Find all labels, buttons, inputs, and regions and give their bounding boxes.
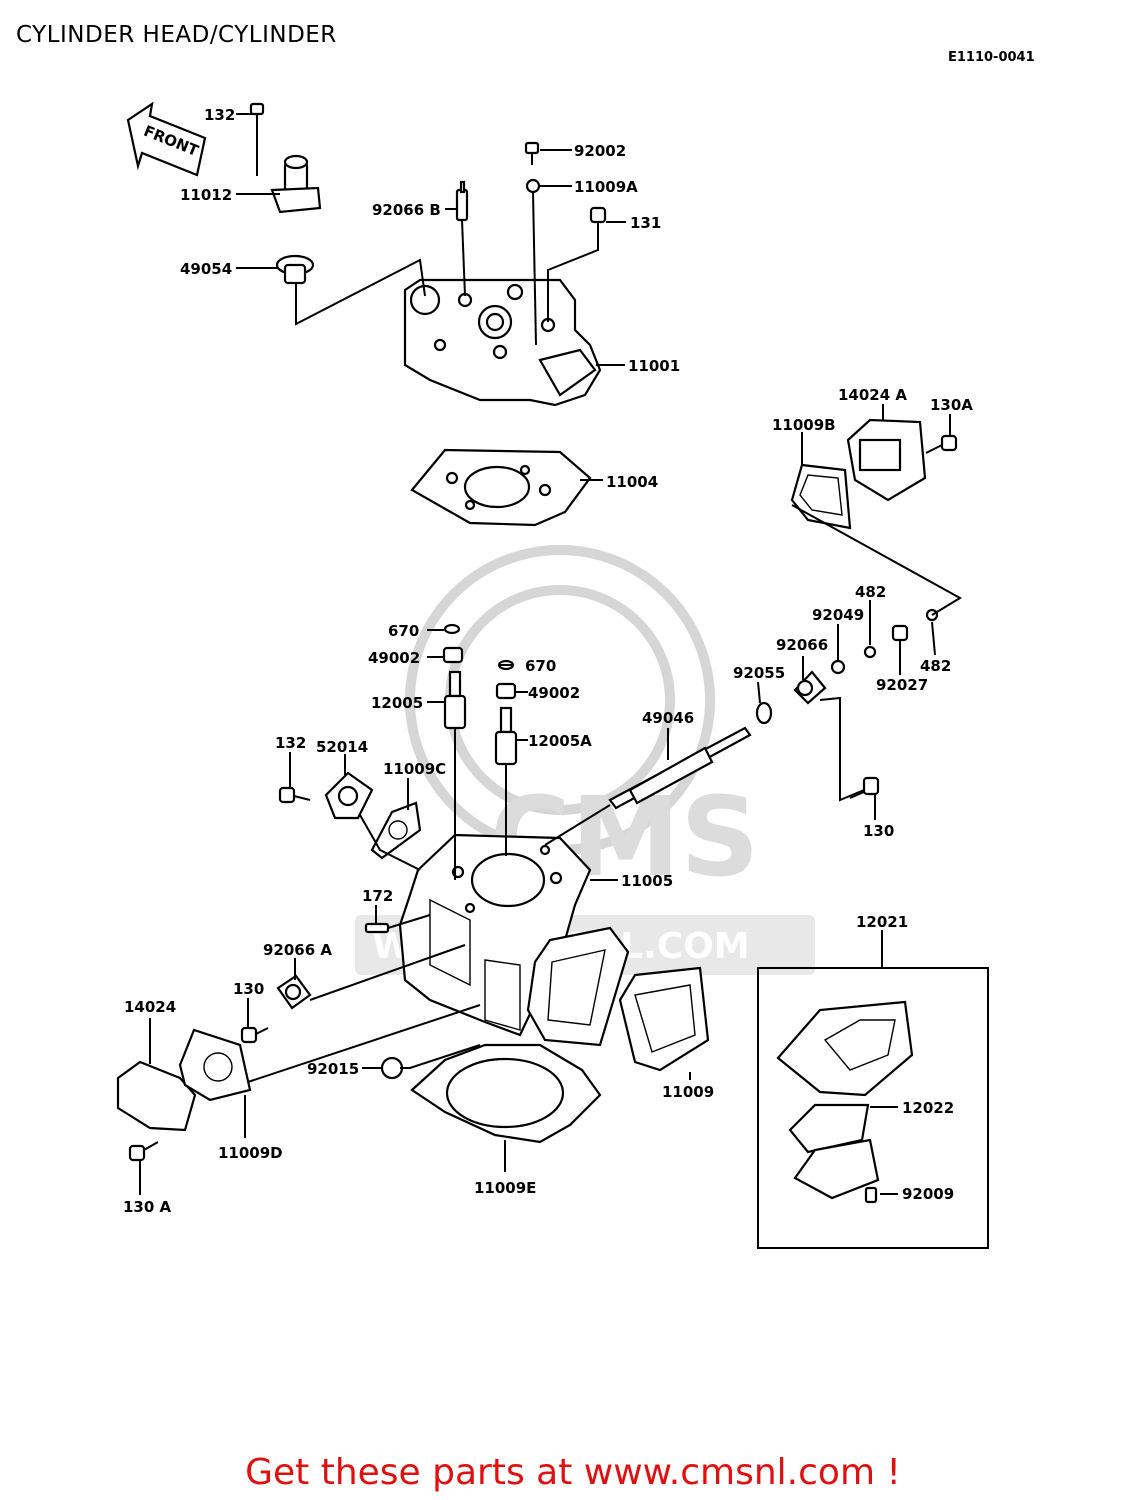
cap-49002-b: [495, 682, 517, 700]
gasket-11009D: [178, 1028, 252, 1102]
label-11009C: 11009C: [383, 760, 446, 778]
cover-14024A: [846, 418, 927, 502]
front-arrow: FRONT: [126, 101, 207, 177]
label-49002-a: 49002: [368, 649, 420, 667]
leader-lines: [139, 113, 962, 1195]
label-11009E: 11009E: [474, 1179, 536, 1197]
label-92049: 92049: [812, 606, 864, 624]
label-52014: 52014: [316, 738, 368, 756]
bolt-92002: [524, 141, 540, 165]
label-482-right: 482: [920, 657, 951, 675]
page-title: CYLINDER HEAD/CYLINDER: [16, 22, 337, 48]
label-130-left: 130: [233, 980, 264, 998]
cylinder-head-11001: [403, 278, 602, 407]
label-12022: 12022: [902, 1099, 954, 1117]
head-gasket-11004: [410, 448, 592, 527]
label-49046: 49046: [642, 709, 694, 727]
bolt-131: [589, 206, 607, 238]
label-131: 131: [630, 214, 661, 232]
part-labels: 132 11012 49054 92002 11009A 92066 B 131…: [123, 106, 973, 1216]
footer-cta[interactable]: Get these parts at www.cmsnl.com !: [245, 1452, 901, 1493]
label-12005A: 12005A: [528, 732, 592, 750]
thermostat-49054: [275, 254, 315, 285]
thermostat-cover-11012: [270, 154, 322, 214]
bolt-130A-bottom: [128, 1141, 159, 1162]
label-92066B: 92066 B: [372, 201, 441, 219]
gasket-11009C: [370, 801, 422, 860]
label-172: 172: [362, 887, 393, 905]
bolt-130A-top: [925, 434, 958, 454]
reed-gasket-11009: [526, 926, 710, 1072]
plug-92066B: [455, 180, 469, 222]
label-92027: 92027: [876, 676, 928, 694]
label-11009D: 11009D: [218, 1144, 283, 1162]
label-11001: 11001: [628, 357, 680, 375]
label-92066: 92066: [776, 636, 828, 654]
bolt-132-mid: [278, 786, 311, 804]
label-11009B: 11009B: [772, 416, 836, 434]
bolt-130-left: [240, 1026, 269, 1044]
label-482-top: 482: [855, 583, 886, 601]
label-14024A: 14024 A: [838, 386, 907, 404]
base-gasket-11009E: [410, 1043, 602, 1144]
label-11005: 11005: [621, 872, 673, 890]
nut-92015: [380, 1056, 404, 1080]
label-132-mid: 132: [275, 734, 306, 752]
pin-482-top: [863, 645, 877, 659]
label-670-b: 670: [525, 657, 556, 675]
valve-92066: [793, 670, 827, 705]
oring-670-a: [443, 623, 461, 635]
label-130A-top: 130A: [930, 396, 973, 414]
label-92055: 92055: [733, 664, 785, 682]
label-11004: 11004: [606, 473, 658, 491]
stud-172: [364, 922, 390, 934]
label-130A-bottom: 130 A: [123, 1198, 172, 1216]
reed-valve-box-12021: [757, 967, 989, 1249]
cover-14024: [116, 1060, 197, 1132]
label-11009: 11009: [662, 1083, 714, 1101]
valve-92066A: [276, 974, 312, 1010]
label-49054: 49054: [180, 260, 232, 278]
label-12021: 12021: [856, 913, 908, 931]
label-92002: 92002: [574, 142, 626, 160]
label-670-a: 670: [388, 622, 419, 640]
bolt-132-top: [249, 102, 265, 128]
clip-92027: [891, 624, 909, 642]
label-92015: 92015: [307, 1060, 359, 1078]
label-92066A: 92066 A: [263, 941, 332, 959]
cover-52014: [324, 771, 374, 820]
rod-49046: [608, 726, 752, 810]
nut-92049: [830, 659, 846, 675]
label-12005: 12005: [371, 694, 423, 712]
cap-49002-a: [442, 646, 464, 664]
label-92009: 92009: [902, 1185, 954, 1203]
label-11012: 11012: [180, 186, 232, 204]
label-130-right: 130: [863, 822, 894, 840]
label-49002-b: 49002: [528, 684, 580, 702]
label-14024: 14024: [124, 998, 176, 1016]
diagram-code: E1110-0041: [948, 50, 1035, 65]
bolt-130-right: [849, 776, 880, 799]
label-11009A: 11009A: [574, 178, 638, 196]
oring-92055: [755, 701, 773, 725]
washer-11009A: [525, 178, 541, 194]
gasket-11009B: [790, 463, 852, 530]
label-132-top: 132: [204, 106, 235, 124]
nipple-12005A: [494, 706, 518, 766]
